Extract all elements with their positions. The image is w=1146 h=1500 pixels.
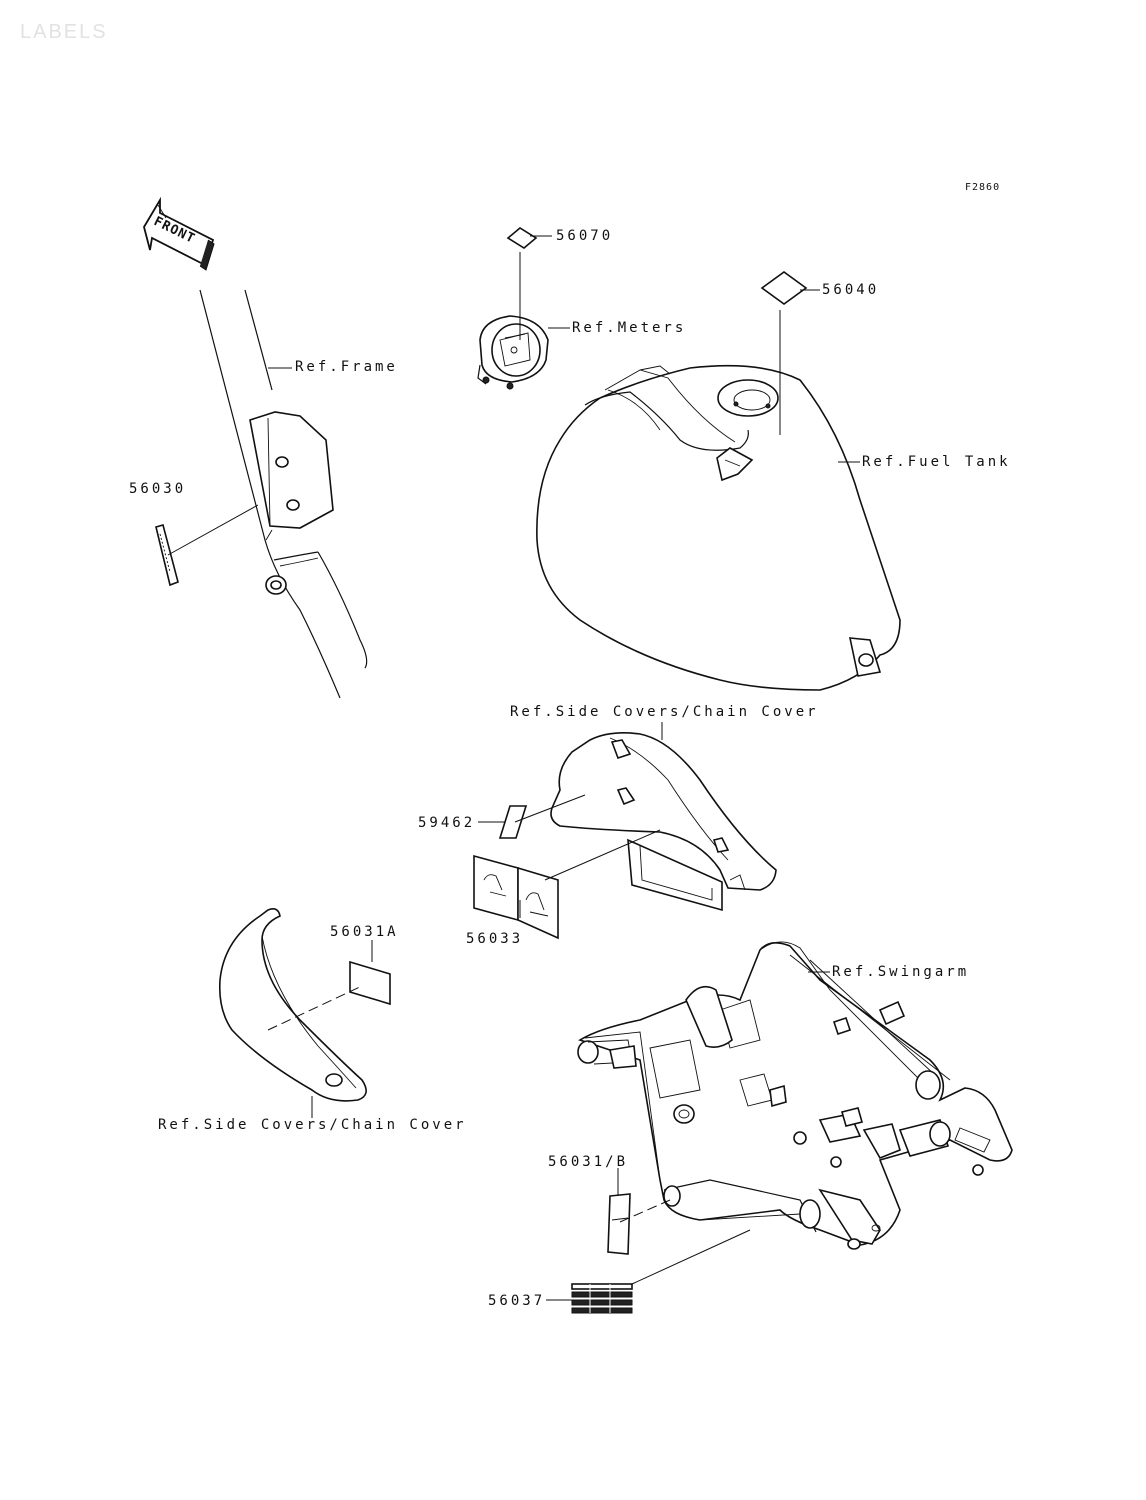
faint-page-title: LABELS <box>20 21 108 43</box>
callout-56033: 56033 <box>466 931 523 947</box>
leader-56030 <box>167 504 259 556</box>
callout-56030: 56030 <box>129 481 186 497</box>
label-56030-sticker <box>155 524 179 587</box>
label-56031b-sticker <box>607 1193 631 1255</box>
callout-56031a: 56031A <box>330 924 399 940</box>
callout-56037: 56037 <box>488 1293 545 1309</box>
label-56033-sticker <box>473 854 559 940</box>
meter-drawing <box>477 315 549 390</box>
fuel-tank-drawing <box>536 364 901 691</box>
leader-59462-drop <box>514 794 586 823</box>
label-59462-sticker <box>498 805 528 839</box>
leader-56033-diag <box>544 829 661 881</box>
callout-56040: 56040 <box>822 282 879 298</box>
callout-ref-fuel-tank: Ref.Fuel Tank <box>862 454 1011 470</box>
callout-ref-meters: Ref.Meters <box>572 320 686 336</box>
callout-ref-side-covers-upper: Ref.Side Covers/Chain Cover <box>510 704 819 720</box>
front-arrow-icon: FRONT <box>143 196 215 271</box>
callout-56070: 56070 <box>556 228 613 244</box>
label-56070-sticker <box>506 227 538 249</box>
callout-ref-side-covers-lower: Ref.Side Covers/Chain Cover <box>158 1117 467 1133</box>
chain-cover-drawing <box>550 732 777 912</box>
frame-drawing <box>199 289 368 699</box>
label-56040-sticker <box>760 271 808 305</box>
callout-56031b: 56031/B <box>548 1154 628 1170</box>
side-cover-drawing <box>218 908 367 1102</box>
figure-code: F2860 <box>965 182 1000 193</box>
label-56037-sticker <box>571 1283 633 1314</box>
swingarm-drawing <box>577 941 1013 1250</box>
leader-56037-diag <box>631 1229 751 1285</box>
leader-56031b-dash <box>619 1199 671 1223</box>
callout-ref-frame: Ref.Frame <box>295 359 398 375</box>
label-56031a-sticker <box>349 960 391 1006</box>
callout-ref-swingarm: Ref.Swingarm <box>832 964 969 980</box>
leader-56031a-dash <box>267 985 363 1031</box>
callout-59462: 59462 <box>418 815 475 831</box>
